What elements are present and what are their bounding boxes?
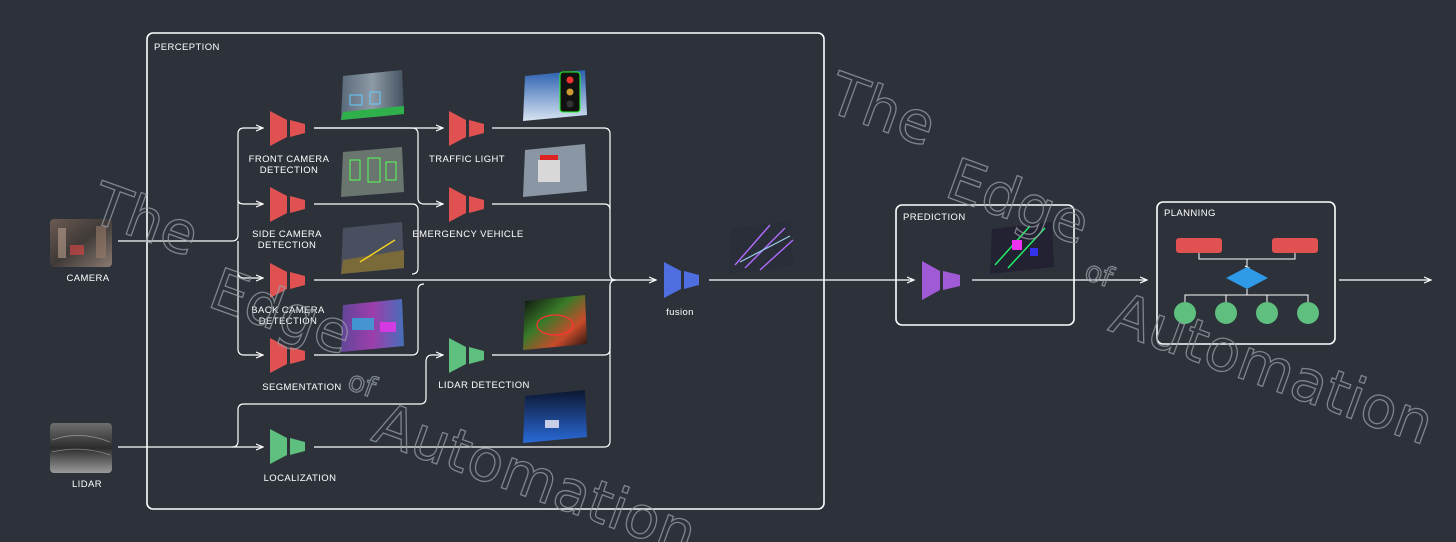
front-camera-label-2: DETECTION — [260, 165, 319, 176]
emergency-vehicle-node: EMERGENCY VEHICLE — [412, 187, 523, 240]
segmentation-sample-image — [341, 299, 404, 352]
model-icon — [270, 338, 305, 373]
side-camera-label-2: DETECTION — [258, 240, 317, 251]
front-camera-sample-image — [341, 70, 404, 120]
model-icon — [922, 261, 960, 300]
planning-leaf-node — [1297, 302, 1319, 324]
connection-wires — [118, 128, 1431, 447]
perception-box — [146, 32, 825, 510]
lidar-label: LIDAR — [72, 479, 102, 490]
planning-leaf-node — [1174, 302, 1196, 324]
side-camera-sample-image — [341, 147, 404, 197]
planning-leaf-node — [1256, 302, 1278, 324]
prediction-title: PREDICTION — [903, 212, 966, 223]
model-icon — [270, 187, 305, 222]
segmentation-label: SEGMENTATION — [262, 382, 341, 393]
planning-decision-node — [1226, 267, 1268, 289]
prediction-box — [895, 204, 1075, 326]
lidar-detection-node: LIDAR DETECTION — [438, 338, 530, 391]
traffic-light-label: TRAFFIC LIGHT — [429, 154, 505, 165]
emergency-vehicle-sample-image — [523, 144, 587, 197]
fusion-sample-image — [729, 221, 794, 273]
model-icon — [270, 429, 305, 464]
localization-node: LOCALIZATION — [264, 429, 337, 484]
model-icon — [449, 338, 484, 373]
front-camera-label-1: FRONT CAMERA — [249, 154, 330, 165]
watermark-the: The — [819, 59, 945, 160]
prediction-node — [922, 261, 960, 300]
model-icon — [270, 111, 305, 146]
front-camera-detection-node: FRONT CAMERA DETECTION — [249, 111, 330, 176]
localization-label: LOCALIZATION — [264, 473, 337, 484]
planning-leaf-node — [1215, 302, 1237, 324]
planning-tree — [1174, 238, 1319, 324]
model-icon — [664, 262, 699, 298]
watermark-of: of — [344, 364, 382, 405]
prediction-sample-image — [990, 222, 1054, 274]
traffic-light-sample-image — [523, 70, 587, 121]
fusion-label: fusion — [666, 307, 694, 318]
back-camera-label-1: BACK CAMERA — [251, 305, 325, 316]
traffic-light-node: TRAFFIC LIGHT — [429, 111, 505, 165]
back-camera-detection-node: BACK CAMERA DETECTION — [251, 263, 325, 327]
planning-option-bar — [1176, 238, 1222, 253]
back-camera-sample-image — [341, 222, 404, 274]
lidar-detection-label: LIDAR DETECTION — [438, 380, 530, 391]
model-icon — [270, 263, 305, 298]
perception-title: PERCEPTION — [154, 42, 220, 53]
watermark-of: of — [1081, 254, 1119, 295]
model-icon — [449, 111, 484, 146]
back-camera-label-2: DETECTION — [259, 316, 318, 327]
camera-label: CAMERA — [66, 273, 109, 284]
side-camera-detection-node: SIDE CAMERA DETECTION — [252, 187, 322, 251]
segmentation-node: SEGMENTATION — [262, 338, 341, 393]
planning-option-bar — [1272, 238, 1318, 253]
watermark-right: The Edge of Automation — [819, 58, 1444, 459]
planning-title: PLANNING — [1164, 208, 1216, 219]
lidar-input: LIDAR — [50, 423, 112, 490]
model-icon — [449, 187, 484, 222]
planning-box — [1156, 201, 1336, 345]
camera-input: CAMERA — [50, 219, 112, 284]
lidar-input-image — [50, 423, 112, 473]
lidar-detection-sample-image — [523, 295, 587, 350]
side-camera-label-1: SIDE CAMERA — [252, 229, 322, 240]
emergency-vehicle-label: EMERGENCY VEHICLE — [412, 229, 523, 240]
fusion-node: fusion — [664, 262, 699, 318]
localization-sample-image — [523, 390, 587, 443]
